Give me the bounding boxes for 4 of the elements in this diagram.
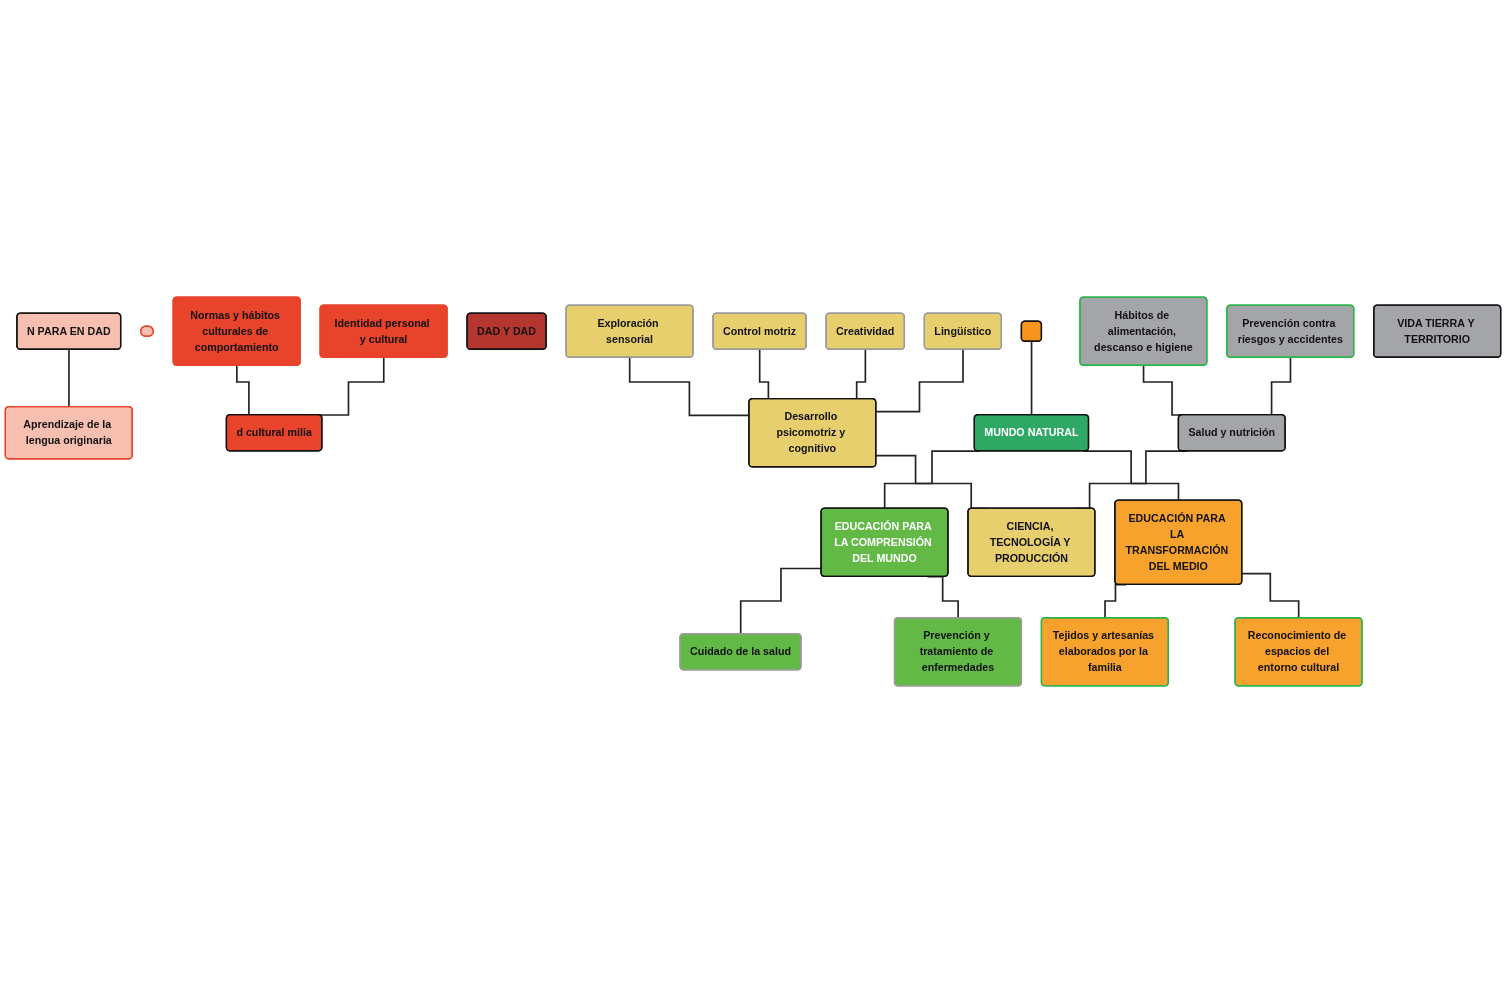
connector bbox=[875, 348, 964, 413]
connector bbox=[68, 348, 70, 408]
connector bbox=[1030, 340, 1033, 416]
connector bbox=[1241, 572, 1300, 619]
